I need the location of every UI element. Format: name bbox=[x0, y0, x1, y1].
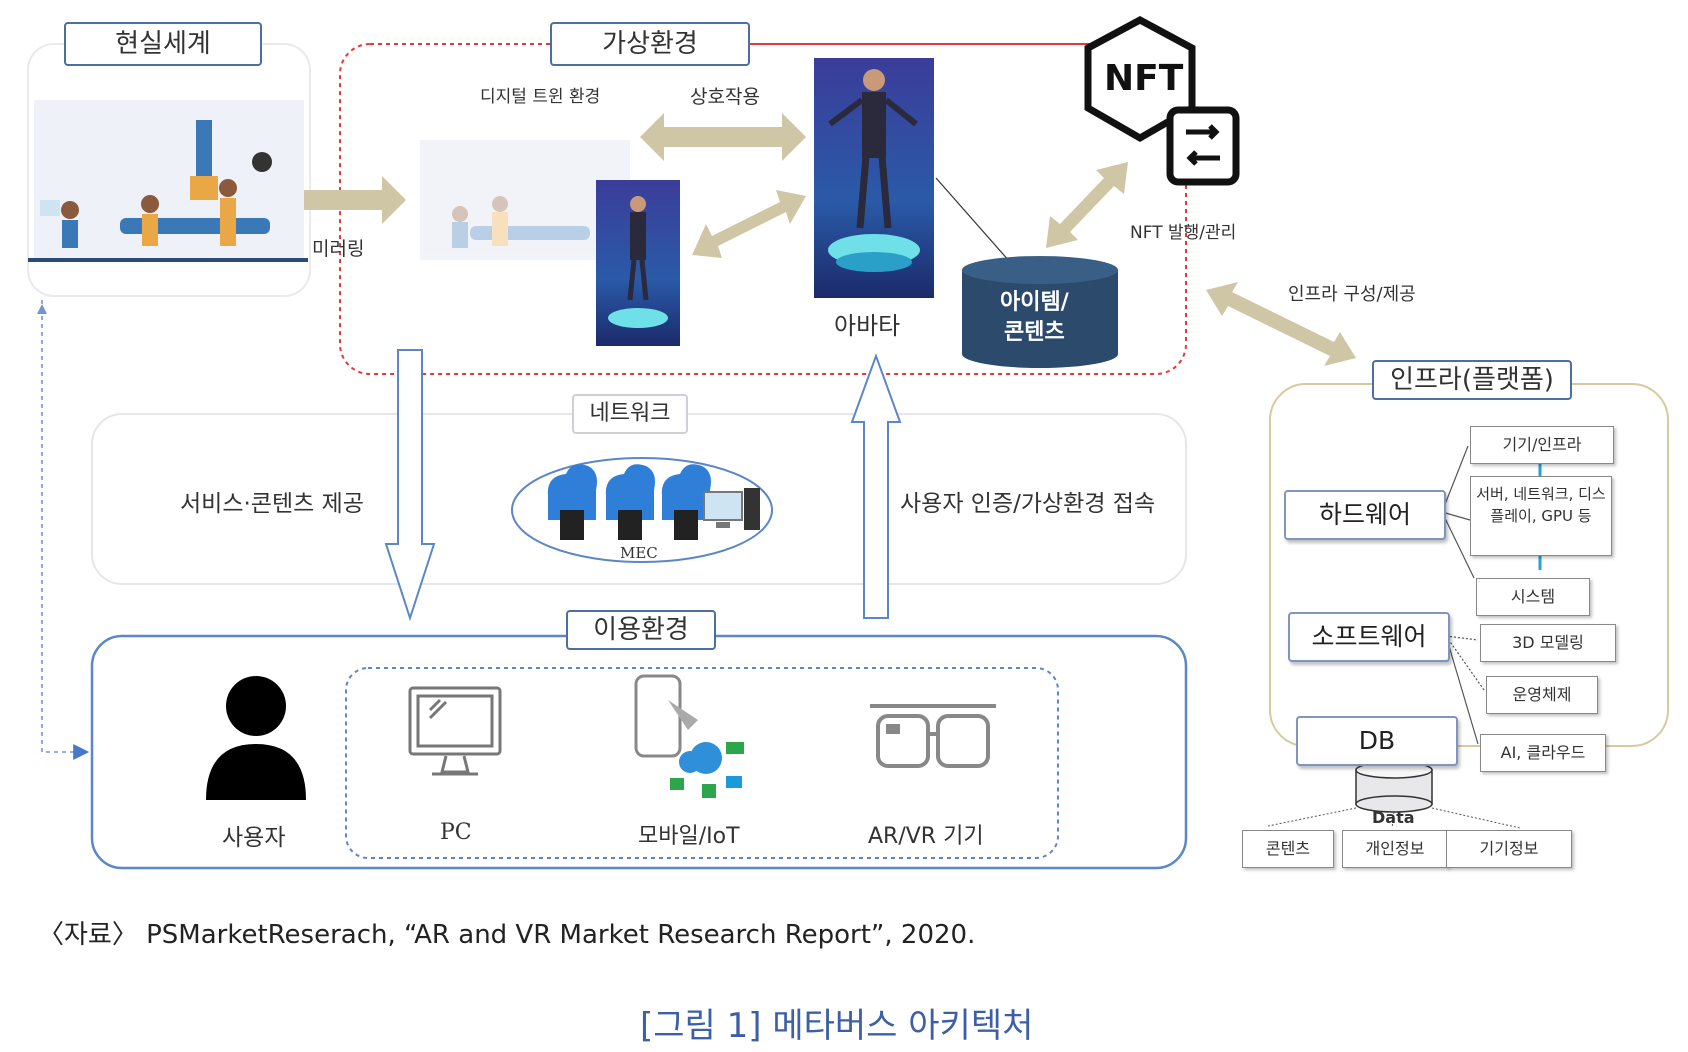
arvr-label: AR/VR 기기 bbox=[868, 824, 984, 849]
hw-item-server: 서버, 네트워크, 디스플레이, GPU 등 bbox=[1470, 476, 1612, 556]
hardware-box: 하드웨어 bbox=[1284, 490, 1446, 540]
sw-item-3d-modeling: 3D 모델링 bbox=[1480, 624, 1616, 662]
network-title: 네트워크 bbox=[572, 394, 688, 434]
avatar-label: 아바타 bbox=[834, 312, 901, 340]
data-label: Data bbox=[1372, 808, 1415, 827]
service-content-label: 서비스·콘텐츠 제공 bbox=[180, 491, 364, 517]
mobile-iot-label: 모바일/IoT bbox=[638, 824, 740, 849]
avatar-image bbox=[814, 58, 934, 298]
software-box: 소프트웨어 bbox=[1288, 612, 1450, 662]
source-caption: 〈자료〉 PSMarketReserach, “AR and VR Market… bbox=[38, 920, 976, 950]
arvr-glasses-icon bbox=[870, 704, 996, 768]
user-label: 사용자 bbox=[222, 825, 286, 851]
hw-item-system: 시스템 bbox=[1476, 578, 1590, 616]
db-box: DB bbox=[1296, 716, 1458, 766]
nft-icon bbox=[1084, 16, 1240, 186]
mec-servers-icon bbox=[547, 464, 760, 540]
virtual-environment-title: 가상환경 bbox=[550, 22, 750, 66]
infra-platform-title: 인프라(플랫폼) bbox=[1372, 360, 1572, 400]
item-content-label-2: 콘텐츠 bbox=[1004, 320, 1065, 345]
hw-item-device-infra: 기기/인프라 bbox=[1470, 426, 1614, 464]
item-content-cylinder bbox=[962, 256, 1118, 368]
small-avatar-image bbox=[596, 180, 680, 346]
digital-twin-illustration bbox=[420, 140, 630, 260]
mobile-iot-icon bbox=[634, 674, 744, 798]
data-cylinder bbox=[1355, 761, 1433, 813]
interaction-label: 상호작용 bbox=[690, 86, 760, 108]
data-item-content: 콘텐츠 bbox=[1242, 830, 1334, 868]
figure-title: [그림 1] 메타버스 아키텍처 bbox=[640, 1006, 1034, 1046]
pc-label: PC bbox=[440, 820, 472, 845]
data-item-device: 기기정보 bbox=[1446, 830, 1572, 868]
sw-item-os: 운영체제 bbox=[1486, 676, 1598, 714]
mec-label: MEC bbox=[620, 544, 658, 562]
real-world-title: 현실세계 bbox=[64, 22, 262, 66]
factory-illustration bbox=[28, 100, 308, 262]
usage-environment-title: 이용환경 bbox=[566, 610, 716, 650]
data-item-personal: 개인정보 bbox=[1342, 830, 1448, 868]
item-content-label-1: 아이템/ bbox=[1000, 290, 1069, 315]
nft-label: NFT 발행/관리 bbox=[1130, 223, 1237, 243]
user-auth-label: 사용자 인증/가상환경 접속 bbox=[900, 491, 1156, 517]
digital-twin-label: 디지털 트윈 환경 bbox=[480, 87, 601, 107]
user-icon bbox=[206, 676, 306, 800]
infra-provide-label: 인프라 구성/제공 bbox=[1288, 284, 1416, 305]
pc-icon bbox=[408, 686, 502, 776]
sw-item-ai-cloud: AI, 클라우드 bbox=[1480, 734, 1606, 772]
nft-text: NFT bbox=[1104, 58, 1184, 99]
mirroring-label: 미러링 bbox=[312, 238, 365, 260]
